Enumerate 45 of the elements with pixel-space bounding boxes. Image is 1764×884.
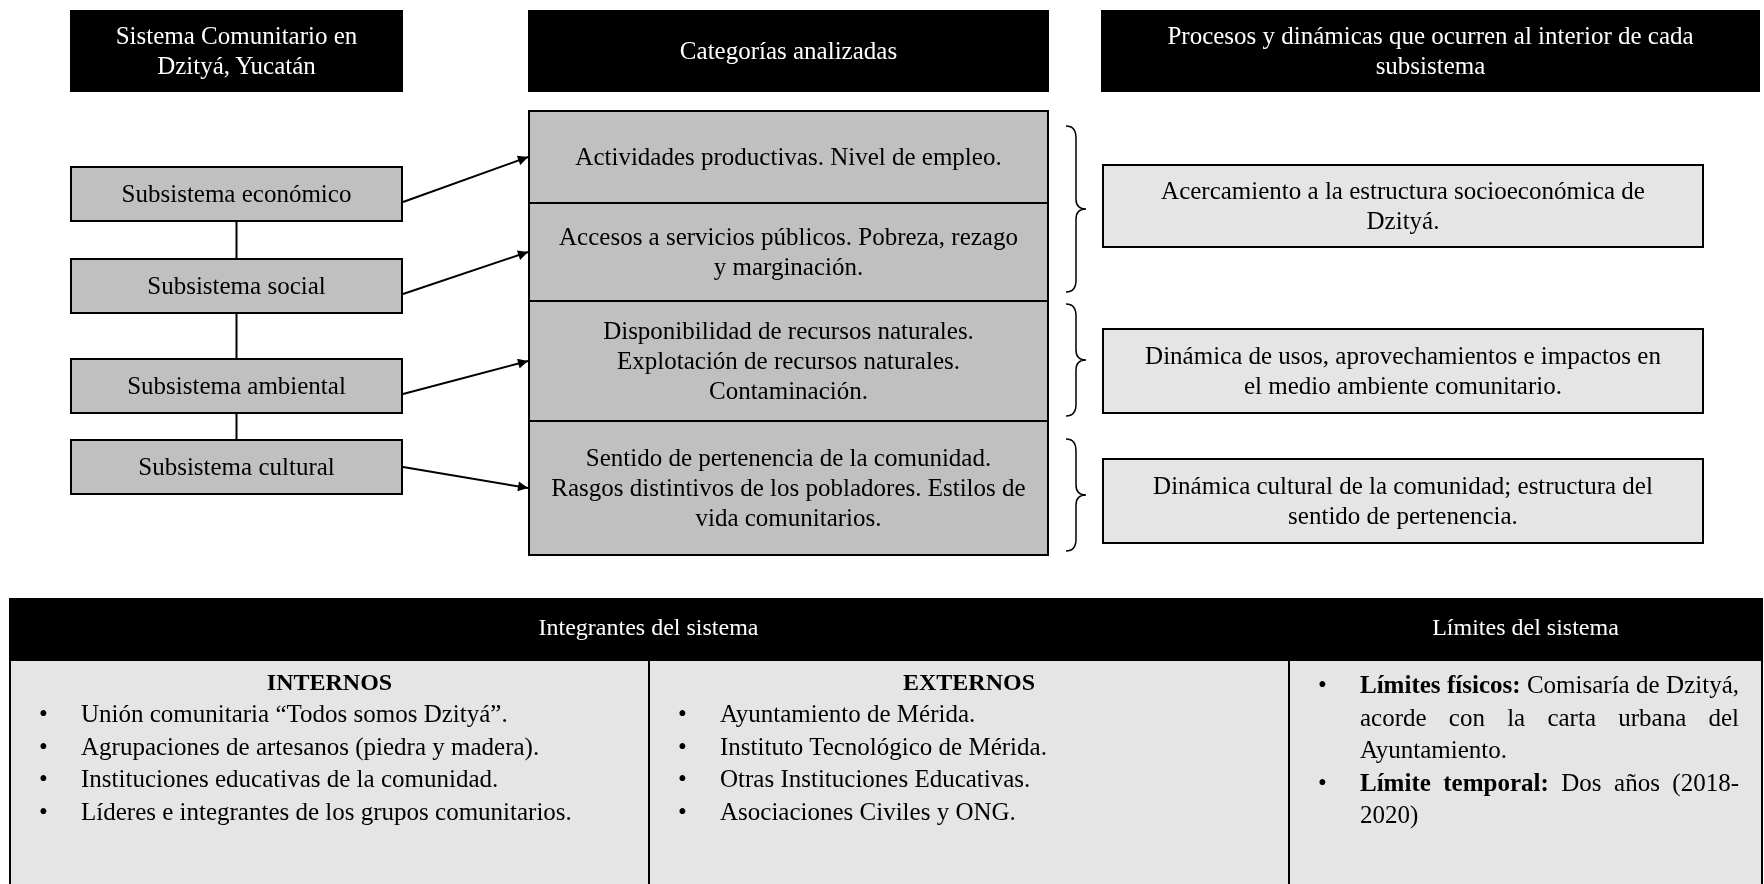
- bullet: •: [678, 731, 688, 762]
- category-box: Sentido de pertenencia de la comunidad. Rasgos distintivos de los pobladores. Estilos de vida comunitarios.: [528, 420, 1049, 556]
- list-item-text: Instituciones educativas de la comunidad.: [81, 764, 500, 794]
- subsystem-box: Subsistema cultural: [70, 439, 403, 495]
- bullet: •: [678, 699, 688, 729]
- list-item-text: Asociaciones Civiles y ONG.: [720, 796, 1017, 827]
- category-box: Actividades productivas. Nivel de empleo.: [528, 110, 1049, 204]
- bullet: •: [39, 764, 49, 794]
- list-item-text: Ayuntamiento de Mérida.: [720, 699, 977, 729]
- arrow: [402, 155, 529, 203]
- connector-line: [235, 221, 238, 259]
- list-item-text: Instituto Tecnológico de Mérida.: [720, 731, 1048, 762]
- arrow: [402, 250, 529, 295]
- process-box: Dinámica cultural de la comunidad; estructura del sentido de pertenencia.: [1102, 458, 1704, 544]
- process-box: Dinámica de usos, aprovechamientos e impactos en el medio ambiente comunitario.: [1102, 328, 1704, 414]
- list-item-text: Agrupaciones de artesanos (piedra y madera).: [81, 731, 541, 763]
- bullet: •: [39, 731, 49, 762]
- bullet: •: [678, 796, 688, 827]
- bullet: •: [39, 699, 49, 729]
- list-item-text: Líderes e integrantes de los grupos comunitarios.: [81, 796, 573, 827]
- process-box: Acercamiento a la estructura socioeconómica de Dzityá.: [1102, 164, 1704, 248]
- list-item-text: Límite temporal: Dos años (2018-2020): [1360, 767, 1739, 830]
- bullet: •: [1318, 767, 1328, 798]
- connector-line: [235, 313, 238, 359]
- subsystem-box: Subsistema social: [70, 258, 403, 314]
- connector-line: [235, 413, 238, 440]
- arrow: [402, 358, 529, 395]
- arrow: [402, 466, 529, 492]
- table-header-text: Integrantes del sistema: [537, 614, 760, 641]
- bullet: •: [1318, 670, 1328, 700]
- bullet: •: [39, 796, 49, 827]
- bullet: •: [678, 764, 688, 794]
- table-header-text: Límites del sistema: [1431, 614, 1620, 641]
- subsystem-box: Subsistema ambiental: [70, 358, 403, 414]
- category-box: Accesos a servicios públicos. Pobreza, rezago y marginación.: [528, 202, 1049, 302]
- category-box: Disponibilidad de recursos naturales. Explotación de recursos naturales. Contaminación.: [528, 300, 1049, 422]
- subsystem-box: Subsistema económico: [70, 166, 403, 222]
- column-header: Categorías analizadas: [528, 10, 1049, 92]
- column-header: Procesos y dinámicas que ocurren al interior de cada subsistema: [1101, 10, 1760, 92]
- list-item-text: Otras Instituciones Educativas.: [720, 764, 1032, 794]
- list-item-text: Límites físicos: Comisaría de Dzityá, acorde con la carta urbana del Ayuntamiento.: [1360, 670, 1739, 765]
- column-header: Sistema Comunitario en Dzityá, Yucatán: [70, 10, 403, 92]
- column-heading: INTERNOS: [265, 669, 394, 696]
- list-item-text: Unión comunitaria “Todos somos Dzityá”.: [81, 699, 509, 729]
- column-heading: EXTERNOS: [901, 669, 1036, 696]
